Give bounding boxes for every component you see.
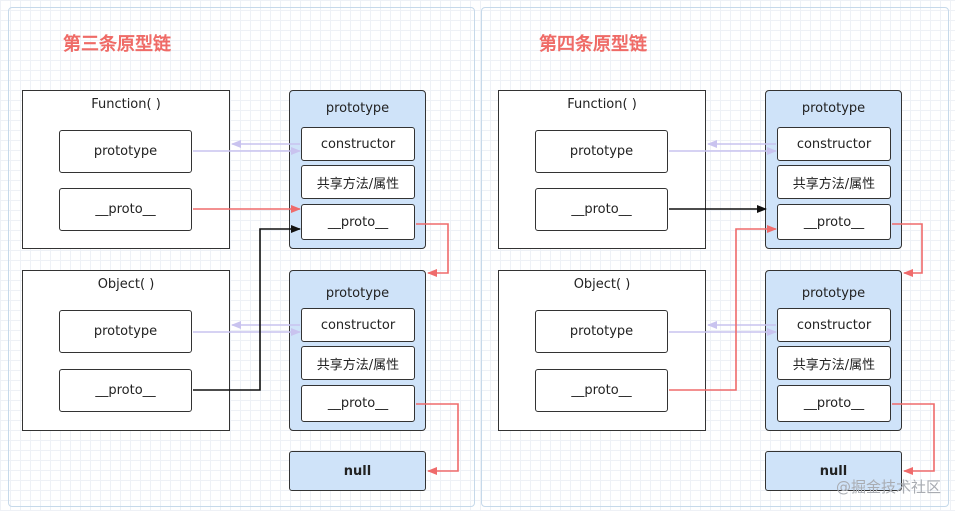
null-box: null [765, 451, 902, 491]
shared-methods-field: 共享方法/属性 [301, 165, 415, 199]
object-proto-field: __proto__ [535, 369, 668, 412]
object-proto-field: __proto__ [59, 369, 192, 412]
proto-links [669, 205, 935, 475]
function-proto-field: __proto__ [59, 188, 192, 231]
constructor-field: constructor [301, 308, 415, 342]
function-prototype-field: prototype [535, 130, 668, 173]
prototype-caption: prototype [325, 286, 390, 301]
prototype-proto-field: __proto__ [301, 385, 415, 422]
object-caption: Object( ) [573, 277, 631, 292]
panel-title: 第四条原型链 [539, 34, 647, 55]
shared-methods-field: 共享方法/属性 [777, 165, 891, 199]
function-caption: Function( ) [91, 97, 161, 112]
prototype-caption: prototype [325, 101, 390, 116]
prototype-proto-field: __proto__ [777, 385, 891, 422]
prototype-proto-field: __proto__ [777, 204, 891, 240]
function-prototype-field: prototype [59, 130, 192, 173]
function-proto-field: __proto__ [535, 188, 668, 231]
watermark-text: @掘金技术社区 [835, 478, 941, 496]
null-box: null [289, 451, 426, 491]
shared-methods-field: 共享方法/属性 [301, 346, 415, 380]
constructor-field: constructor [777, 127, 891, 161]
panel-chain-three [8, 7, 475, 507]
object-prototype-field: prototype [59, 310, 192, 353]
function-caption: Function( ) [567, 97, 637, 112]
prototype-caption: prototype [801, 286, 866, 301]
prototype-caption: prototype [801, 101, 866, 116]
proto-links [193, 205, 459, 475]
constructor-field: constructor [777, 308, 891, 342]
panel-chain-four [481, 7, 949, 507]
panel-title: 第三条原型链 [63, 34, 171, 55]
object-caption: Object( ) [97, 277, 155, 292]
object-prototype-field: prototype [535, 310, 668, 353]
constructor-field: constructor [301, 127, 415, 161]
constructor-links [193, 140, 301, 336]
constructor-links [669, 140, 777, 336]
function-constructor-box: Function( ) [22, 90, 230, 249]
prototype-proto-field: __proto__ [301, 204, 415, 240]
shared-methods-field: 共享方法/属性 [777, 346, 891, 380]
